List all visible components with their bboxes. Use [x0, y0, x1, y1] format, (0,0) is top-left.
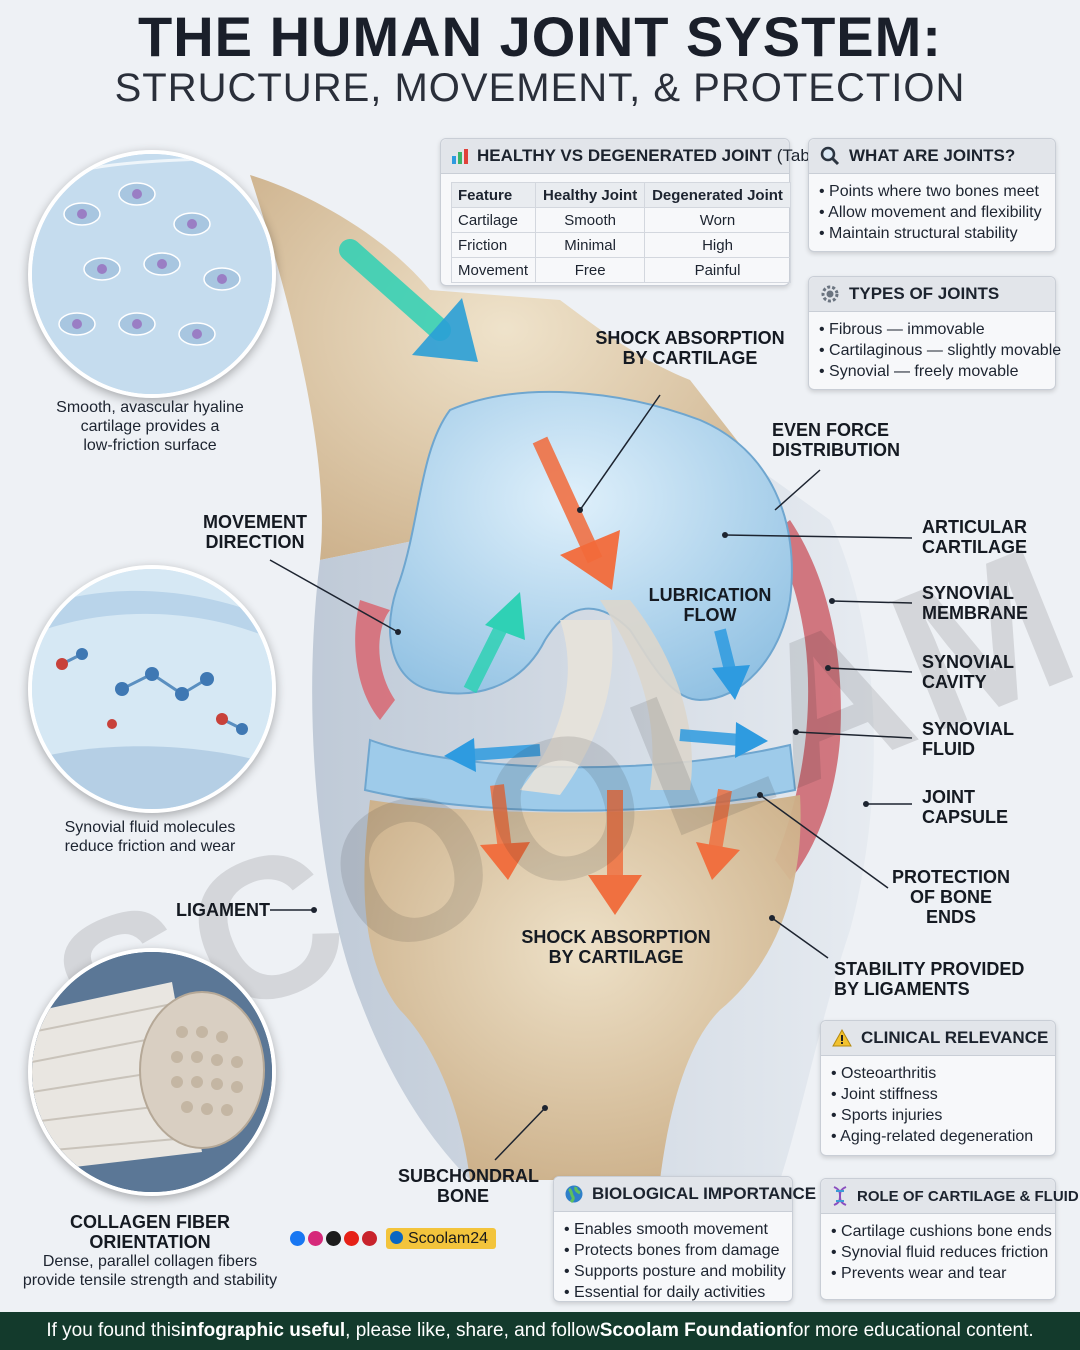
table-row: Cartilage Smooth Worn	[450, 207, 791, 233]
brand-tag[interactable]: Scoolam24	[386, 1228, 497, 1249]
types-of-joints-panel: TYPES OF JOINTS Fibrous — immovable Cart…	[808, 276, 1061, 390]
list-item: Osteoarthritis	[831, 1063, 1055, 1084]
list-item: Cartilaginous — slightly movable	[819, 340, 1061, 361]
table-row: Friction Minimal High	[450, 232, 791, 258]
page-title: THE HUMAN JOINT SYSTEM:	[138, 5, 942, 68]
footer-highlight-foundation: Scoolam Foundation	[599, 1320, 788, 1341]
synovial-fluid-caption: Synovial fluid molecules reduce friction…	[64, 819, 236, 855]
cartilage-caption: Smooth, avascular hyaline cartilage prov…	[56, 399, 244, 454]
dna-icon	[831, 1185, 849, 1207]
list-item: Synovial fluid reduces friction	[831, 1242, 1055, 1263]
warning-icon	[831, 1027, 853, 1049]
cartilage-inset-circle	[28, 150, 276, 398]
list-item: Cartilage cushions bone ends	[831, 1221, 1055, 1242]
comparison-title: HEALTHY VS DEGENERATED JOINT	[477, 146, 772, 165]
list-item: Aging-related degeneration	[831, 1126, 1055, 1147]
role-panel: ROLE OF CARTILAGE & FLUID Cartilage cush…	[820, 1178, 1079, 1300]
synovial-fluid-inset-circle	[28, 565, 276, 813]
list-item: Essential for daily activities	[564, 1282, 792, 1303]
collagen-caption: Dense, parallel collagen fibers provide …	[22, 1253, 278, 1289]
comparison-panel: HEALTHY VS DEGENERATED JOINT (Table) Fea…	[440, 138, 829, 286]
brand-name: Scoolam24	[408, 1230, 489, 1247]
x-icon[interactable]	[326, 1231, 341, 1246]
list-item: Prevents wear and tear	[831, 1263, 1055, 1284]
footer-highlight-infographic: infographic useful	[180, 1320, 346, 1341]
pinterest-icon[interactable]	[362, 1231, 377, 1246]
clinical-relevance-panel: CLINICAL RELEVANCE Osteoarthritis Joint …	[820, 1020, 1056, 1156]
youtube-icon[interactable]	[344, 1231, 359, 1246]
biological-importance-panel: BIOLOGICAL IMPORTANCE Enables smooth mov…	[553, 1176, 816, 1303]
biological-importance-title: BIOLOGICAL IMPORTANCE	[592, 1184, 817, 1203]
comparison-table: Feature Healthy Joint Degenerated Joint …	[450, 182, 791, 283]
role-title: ROLE OF CARTILAGE & FLUID	[857, 1187, 1079, 1205]
table-header: Healthy Joint	[535, 182, 645, 208]
list-item: Maintain structural stability	[819, 223, 1055, 244]
list-item: Supports posture and mobility	[564, 1261, 792, 1282]
facebook-icon[interactable]	[290, 1231, 305, 1246]
magnifier-icon	[819, 145, 841, 167]
list-item: Allow movement and flexibility	[819, 202, 1055, 223]
linkedin-icon[interactable]	[390, 1231, 403, 1244]
list-item: Synovial — freely movable	[819, 361, 1055, 382]
clinical-relevance-title: CLINICAL RELEVANCE	[861, 1028, 1049, 1047]
table-header: Feature	[450, 182, 537, 208]
list-item: Joint stiffness	[831, 1084, 1055, 1105]
list-item: Sports injuries	[831, 1105, 1055, 1126]
list-item: Protects bones from damage	[564, 1240, 792, 1261]
footer-banner: If you found this infographic useful , p…	[0, 1312, 1080, 1350]
what-are-joints-title: WHAT ARE JOINTS?	[849, 146, 1016, 165]
list-item: Enables smooth movement	[564, 1219, 792, 1240]
what-are-joints-panel: WHAT ARE JOINTS? Points where two bones …	[808, 138, 1056, 252]
page-subtitle: STRUCTURE, MOVEMENT, & PROTECTION	[114, 66, 966, 110]
label-ligament: LIGAMENT	[176, 900, 270, 920]
globe-icon	[564, 1183, 584, 1205]
instagram-icon[interactable]	[308, 1231, 323, 1246]
table-row: Movement Free Painful	[450, 257, 791, 283]
bar-chart-icon	[451, 145, 469, 167]
list-item: Fibrous — immovable	[819, 319, 1055, 340]
collagen-fiber-inset-circle	[28, 948, 276, 1196]
gear-icon	[819, 283, 841, 305]
list-item: Points where two bones meet	[819, 181, 1055, 202]
collagen-title: COLLAGEN FIBER ORIENTATION	[70, 1212, 230, 1252]
brand-row: Scoolam24	[290, 1228, 497, 1249]
types-of-joints-title: TYPES OF JOINTS	[849, 284, 1000, 303]
table-header: Degenerated Joint	[644, 182, 791, 208]
